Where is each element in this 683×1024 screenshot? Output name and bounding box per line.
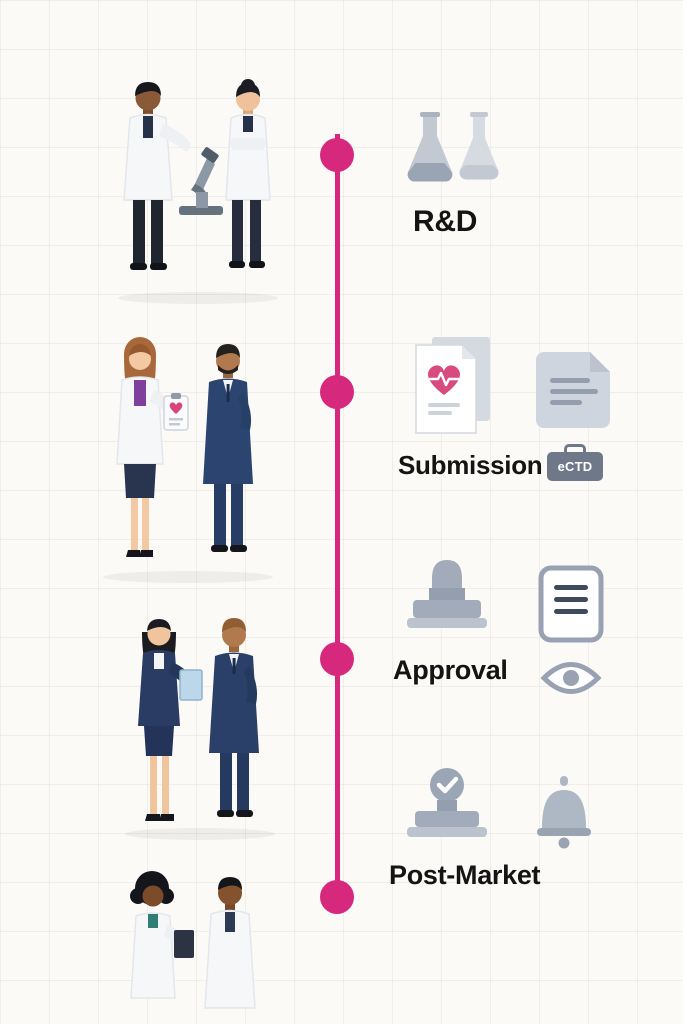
second-flask-icon: [459, 112, 499, 180]
illustration-businesspeople-with-tablet: [125, 618, 275, 840]
stage-label-postmarket: Post-Market: [389, 860, 541, 890]
illustration-scientists-with-microscope: [118, 79, 278, 304]
medical-report-document-icon: [415, 337, 490, 434]
flasks-icon: [407, 112, 499, 182]
ectd-briefcase-icon: eCTD: [547, 444, 603, 481]
clinician-female-figure: [116, 337, 174, 557]
businesswoman-figure: [138, 619, 203, 821]
briefcase-handle: [564, 444, 586, 454]
stage-label-approval: Approval: [393, 655, 508, 685]
briefcase-body: eCTD: [547, 452, 603, 481]
document-lines-icon: [538, 565, 604, 643]
stage-label-submission: Submission: [398, 450, 543, 480]
alert-bell-icon: [537, 776, 591, 849]
checkmark-icon: [436, 776, 459, 794]
document-copy-icon: [536, 352, 610, 428]
approved-stamp-check-icon: [407, 768, 487, 837]
businessman-figure: [209, 618, 259, 817]
clipboard-graphic: [163, 393, 189, 431]
rubber-stamp-icon: [407, 560, 487, 628]
clinician-female-curly-hair-figure: [130, 871, 194, 999]
timeline-node-submission: [320, 375, 354, 409]
timeline-node-approval: [320, 642, 354, 676]
stage-label-rd: R&D: [413, 205, 478, 238]
erlenmeyer-flask-icon: [407, 112, 453, 182]
ectd-label: eCTD: [557, 459, 593, 474]
clinician-male-figure: [204, 877, 256, 1009]
timeline-node-postmarket: [320, 880, 354, 914]
timeline-line: [335, 134, 340, 910]
illustration-two-clinicians: [130, 871, 256, 1009]
scientist-male-figure: [123, 82, 191, 270]
timeline-node-rd: [320, 138, 354, 172]
illustration-clinician-and-executive: [103, 337, 273, 583]
eye-icon: [540, 662, 602, 694]
scientist-female-figure: [225, 79, 271, 268]
executive-male-figure: [203, 344, 253, 552]
microscope-graphic: [179, 147, 223, 215]
